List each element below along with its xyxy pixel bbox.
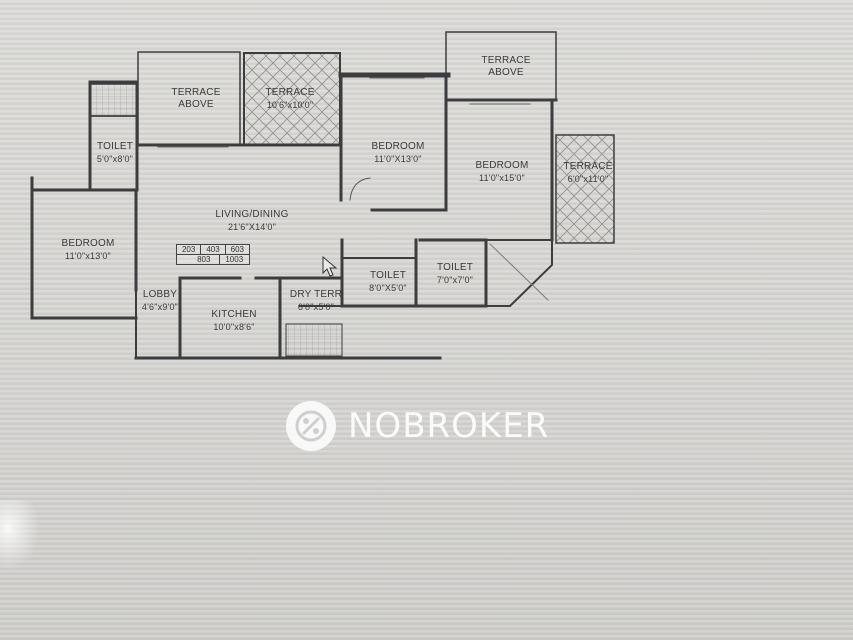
room-toilet-left: TOILET 5'0"x8'0"	[97, 141, 133, 165]
room-dry-terrace: DRY TERR 6'0"x5'0"	[290, 289, 342, 313]
watermark-text: NOBROKER	[348, 406, 550, 446]
room-dim: 11'0"X13'0"	[374, 154, 422, 164]
room-name: BEDROOM	[61, 238, 115, 249]
room-name: LOBBY	[142, 289, 178, 300]
room-dim: 8'0"X5'0"	[369, 283, 407, 293]
room-terrace-above-right: TERRACE ABOVE	[481, 55, 530, 79]
room-dim: 6'0"x11'0"	[567, 174, 609, 184]
room-name: BEDROOM	[475, 160, 529, 171]
screen-glare	[0, 500, 40, 570]
room-dim: 21'6"X14'0"	[227, 222, 277, 232]
room-kitchen: KITCHEN 10'0"x8'6"	[211, 309, 256, 333]
room-dim: 10'6"x10'0"	[266, 100, 314, 110]
nobroker-watermark: NOBROKER	[286, 400, 549, 452]
room-name: TOILET	[369, 270, 407, 281]
room-lobby: LOBBY 4'6"x9'0"	[142, 289, 178, 313]
room-name: DRY TERR	[289, 289, 343, 300]
room-bedroom-left: BEDROOM 11'0"x13'0"	[61, 238, 114, 262]
mouse-cursor-icon	[322, 256, 338, 277]
room-terrace-above-left: TERRACE ABOVE	[171, 87, 220, 111]
room-dim: 4'6"x9'0"	[141, 302, 179, 312]
room-terrace-right: TERRACE 6'0"x11'0"	[563, 161, 612, 185]
room-dim: 5'0"x8'0"	[96, 154, 134, 164]
room-living-dining: LIVING/DINING 21'6"X14'0"	[215, 209, 288, 233]
room-dim: 7'0"x7'0"	[436, 275, 474, 285]
room-bedroom-right: BEDROOM 11'0"x15'0"	[475, 160, 528, 184]
unit-number: 603	[230, 245, 244, 254]
room-dim: 6'0"x5'0"	[297, 302, 335, 312]
room-dim: 11'0"x15'0"	[479, 173, 525, 183]
unit-number: 1003	[225, 255, 244, 264]
room-terrace-top: TERRACE 10'6"x10'0"	[265, 87, 314, 111]
nobroker-logo-icon	[286, 401, 336, 451]
room-name: TERRACE	[481, 55, 531, 66]
room-dim: 10'0"x8'6"	[213, 322, 255, 332]
room-name: TERRACE	[171, 87, 221, 98]
room-name: TERRACE	[563, 161, 613, 172]
room-name: KITCHEN	[211, 309, 257, 320]
room-name-line2: ABOVE	[488, 67, 524, 78]
room-name: TOILET	[96, 141, 134, 152]
unit-number: 203	[177, 245, 202, 254]
room-dim: 11'0"x13'0"	[65, 251, 111, 261]
room-name: BEDROOM	[371, 141, 425, 152]
unit-numbers-box: 203 403 603 803 1003	[176, 244, 250, 265]
room-toilet-right: TOILET 7'0"x7'0"	[437, 262, 473, 286]
room-name: TOILET	[436, 262, 474, 273]
terrace-hatch-right	[555, 134, 615, 244]
room-bedroom-center: BEDROOM 11'0"X13'0"	[371, 141, 424, 165]
unit-number: 403	[201, 245, 226, 254]
room-name: LIVING/DINING	[215, 209, 289, 220]
room-toilet-mid: TOILET 8'0"X5'0"	[369, 270, 407, 294]
terrace-hatch-top	[243, 52, 341, 146]
room-name: TERRACE	[265, 87, 315, 98]
room-name-line2: ABOVE	[178, 99, 214, 110]
unit-number: 803	[189, 255, 220, 264]
